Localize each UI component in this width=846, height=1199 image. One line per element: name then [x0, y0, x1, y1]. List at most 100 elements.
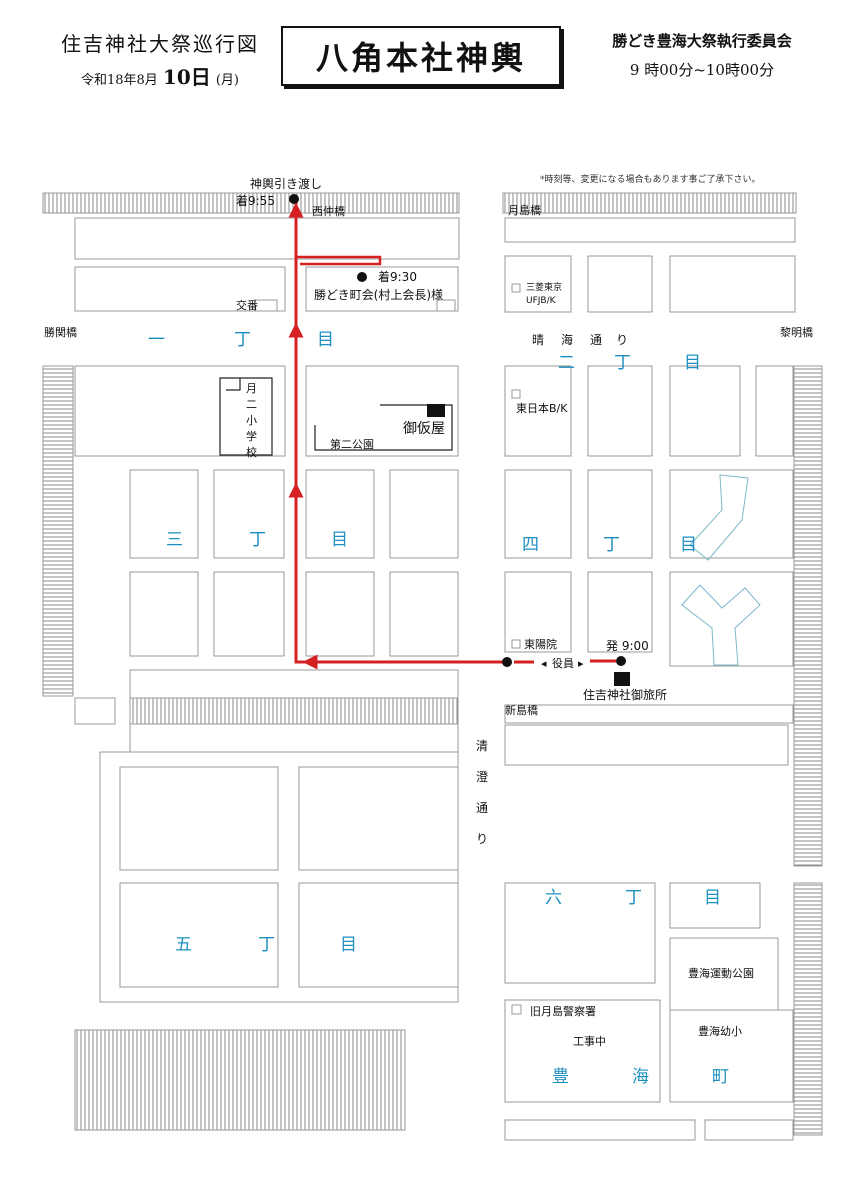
street-kiyosumi-2: 澄 [476, 769, 488, 784]
block [669, 255, 796, 313]
street-harumi-3: 通 [590, 333, 602, 347]
block [305, 571, 375, 657]
bottom-river [74, 1029, 406, 1131]
block [587, 365, 653, 457]
route-line [288, 200, 616, 670]
right-wall-lower [793, 882, 823, 1136]
school-label-2: 二 [246, 398, 257, 411]
block [389, 571, 459, 657]
block [129, 469, 199, 559]
label-toyomi-park: 豊海運動公園 [688, 966, 754, 980]
handover-time: 着9:55 [236, 193, 275, 208]
label-koban: 交番 [236, 298, 258, 312]
building-outline [681, 584, 761, 666]
block [669, 937, 779, 1011]
event-date: 令和18年8月 10日 (月) [80, 65, 239, 89]
district-itchome-3: 目 [317, 330, 334, 350]
block [129, 669, 459, 699]
building-outline [689, 474, 749, 561]
header-left: 住吉神社大祭巡行図 令和18年8月 10日 (月) [40, 28, 280, 90]
bank-marker [511, 389, 521, 399]
label-old-police: 旧月島警察署 [530, 1004, 596, 1018]
start-point [616, 656, 626, 666]
block [298, 766, 459, 871]
block [669, 365, 741, 457]
street-harumi-1: 晴 [532, 333, 544, 347]
police-marker [511, 1004, 522, 1015]
label-okariya: 御仮屋 [403, 421, 445, 437]
block [587, 255, 653, 313]
block [129, 723, 459, 753]
block [298, 882, 459, 988]
district-toyomi-3: 町 [712, 1067, 729, 1087]
label-under-construction: 工事中 [573, 1035, 606, 1048]
block [587, 469, 653, 559]
block [504, 1119, 696, 1141]
district-sanchome-1: 三 [166, 530, 183, 550]
district-nichome-1: 二 [558, 353, 575, 373]
start-time: 発 9:00 [606, 639, 649, 653]
district-gochome-3: 目 [340, 935, 357, 955]
label-mufg-line2: UFJB/K [526, 296, 557, 306]
district-yonchome-2: 丁 [603, 535, 620, 555]
block [704, 1119, 794, 1141]
top-river-left [42, 192, 460, 214]
block [119, 882, 279, 988]
block [305, 469, 375, 559]
page-title: 八角本社神輿 [315, 39, 526, 77]
district-nichome-2: 丁 [614, 353, 631, 373]
block [587, 571, 653, 653]
street-kiyosumi-3: 通 [476, 801, 488, 815]
block [669, 882, 761, 929]
yakuin-left-arrow: ◂ [541, 657, 547, 670]
label-reimei-bridge: 黎明橋 [780, 325, 813, 339]
block [213, 469, 285, 559]
district-toyomi-1: 豊 [552, 1067, 569, 1087]
label-toyomi-kindergarten: 豊海幼小 [698, 1024, 742, 1038]
block [213, 571, 285, 657]
block [504, 999, 661, 1103]
block [504, 469, 572, 559]
label-yakuin: 役員 [552, 656, 574, 670]
block [119, 766, 279, 871]
block [74, 217, 460, 260]
yakuin-right-arrow: ▸ [578, 657, 584, 670]
label-higashinihon-bank: 東日本B/K [516, 401, 568, 415]
district-gochome-2: 丁 [258, 935, 275, 955]
middle-river [129, 697, 459, 725]
block [305, 266, 459, 312]
block [74, 365, 286, 457]
organizer: 勝どき豊海大祭執行委員会 [612, 32, 792, 50]
label-mufg-line1: 三菱東京 [526, 281, 562, 293]
school-label-3: 小 [246, 414, 257, 427]
notice-text: *時刻等、変更になる場合もあります事ご了承下さい。 [540, 175, 761, 185]
block [669, 469, 794, 559]
block [389, 469, 459, 559]
block [504, 571, 572, 653]
school-outline [219, 377, 273, 456]
handover-label: 神輿引き渡し [250, 176, 322, 191]
street-harumi-2: 海 [561, 332, 573, 347]
block [669, 1009, 794, 1103]
left-wall [42, 365, 74, 697]
map-subtitle: 住吉神社大祭巡行図 [61, 32, 259, 56]
school-label-4: 学 [246, 429, 257, 443]
label-toyoin: 東陽院 [524, 637, 557, 651]
koban-box [254, 299, 278, 312]
district-sanchome-2: 丁 [249, 530, 266, 550]
block [504, 704, 794, 724]
right-wall [793, 365, 823, 867]
top-river-right [502, 192, 797, 214]
okariya-marker [427, 404, 445, 417]
school-label-1: 月 [246, 382, 257, 395]
street-kiyosumi-1: 清 [476, 739, 488, 753]
district-nichome-3: 目 [684, 353, 701, 373]
time-range: 9 時00分~10時00分 [629, 61, 775, 79]
block [755, 365, 794, 457]
school-label-5: 校 [246, 445, 257, 459]
label-kachidoki-bridge: 勝関橋 [44, 325, 77, 339]
stop-point [357, 272, 367, 282]
block [129, 571, 199, 657]
district-gochome-1: 五 [175, 935, 192, 955]
district-sanchome-3: 目 [331, 530, 348, 550]
